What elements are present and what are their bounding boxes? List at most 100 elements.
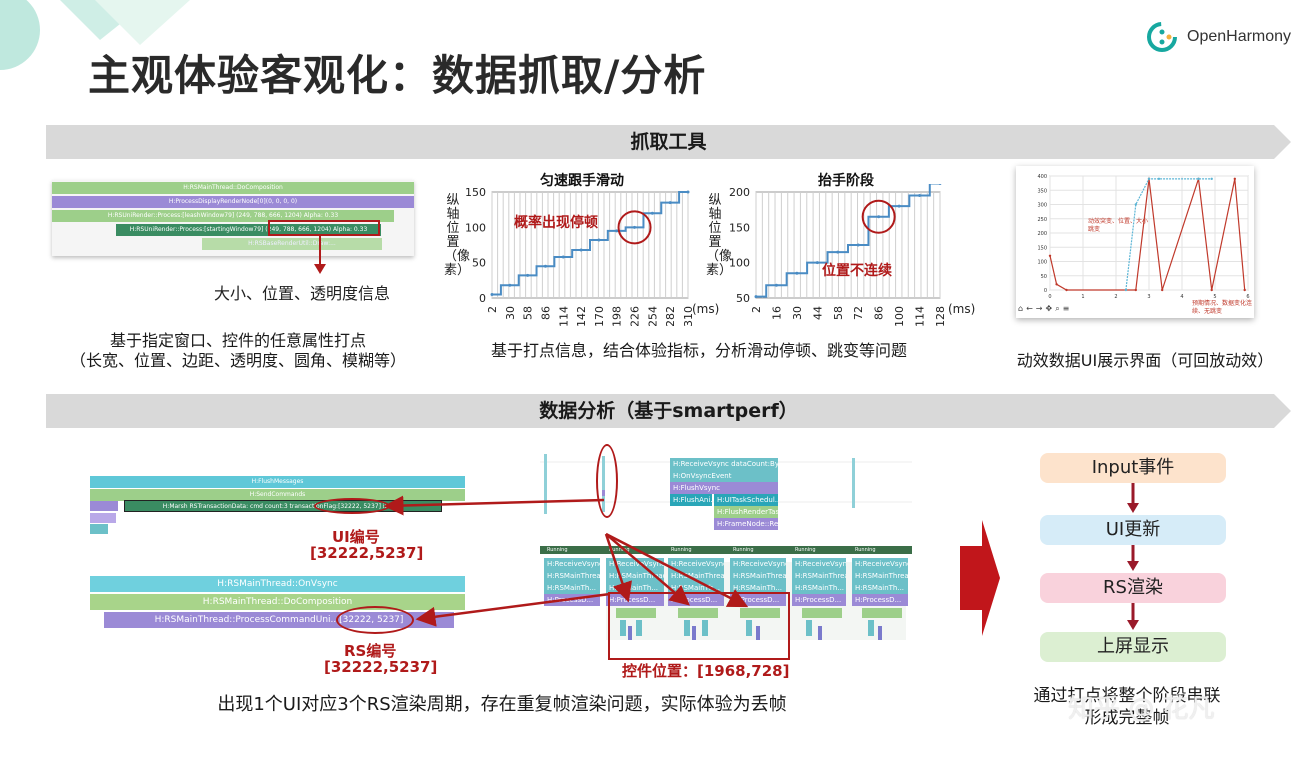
x-tick-label: 5 [1213, 294, 1216, 300]
zoom-icon[interactable]: ⌕ [1055, 304, 1060, 313]
x-tick-label: 114 [557, 306, 570, 326]
data-point [877, 215, 881, 219]
y-tick-label: 50 [1041, 274, 1047, 280]
data-point [1243, 288, 1246, 292]
pan-icon[interactable]: ✥ [1045, 304, 1053, 313]
panel-note: 动效突变、位置、大小跳变 [1088, 218, 1149, 233]
x-tick-label: 44 [811, 306, 824, 320]
trace-bar: H:RSUniRender::Process:[startingWindow79… [116, 224, 381, 236]
trace-bar: H:RSMainThread... [852, 570, 908, 582]
x-tick-label: 72 [852, 306, 865, 320]
bottom-caption: 出现1个UI对应3个RS渲染周期，存在重复帧渲染问题，实际体验为丢帧 [217, 694, 787, 715]
x-tick-label: 0 [1048, 294, 1051, 300]
panel-toolbar: ⌂ ← → ✥ ⌕ ≡ [1018, 304, 1069, 314]
chart-xlabel: (ms) [692, 302, 720, 316]
flow-step-rs-render: RS渲染 [1040, 573, 1226, 603]
data-point [754, 295, 758, 299]
data-point [1161, 288, 1164, 292]
trace-block [90, 501, 118, 511]
trace-bar: H:FlushRenderTask [714, 506, 778, 518]
trace-block [90, 513, 116, 523]
trace-bar: Running [544, 546, 600, 554]
trace-block [90, 524, 108, 534]
flow-step-ui-update: UI更新 [1040, 515, 1226, 545]
x-tick-label: 4 [1180, 294, 1183, 300]
trace-bar: H:FrameNode::Re... [714, 518, 778, 530]
series-line [492, 191, 688, 296]
y-tick-label: 150 [729, 221, 750, 234]
trace-bar: H:RSMainThread... [606, 570, 664, 582]
logo-text: OpenHarmony [1187, 28, 1292, 45]
y-tick-label: 150 [1037, 245, 1047, 251]
data-point [795, 271, 799, 275]
red-chevron-icon [960, 520, 1000, 636]
trace-bar: H:ReceiveVsync... [792, 558, 846, 570]
section-banner-capture: 抓取工具 [46, 125, 1291, 159]
trace-bar: H:FlushVsync [670, 482, 778, 494]
x-tick-label: 6 [1246, 294, 1249, 300]
back-icon[interactable]: ← [1026, 304, 1033, 313]
openharmony-logo-icon [1147, 22, 1177, 52]
rs-id: [32222,5237] [324, 658, 438, 676]
trace-bar: H:RSMainTh... [852, 582, 908, 594]
x-tick-label: 142 [575, 306, 588, 326]
trace-bar: H:ReceiveVsync dataCount:Bytes... [670, 458, 778, 470]
chart-ylabel: 纵轴位置（像素） [444, 193, 471, 278]
highlight-box [608, 592, 790, 660]
trace-bar: Running [606, 546, 664, 554]
data-point [490, 292, 494, 296]
y-tick-label: 200 [1037, 231, 1047, 237]
chart-annotation: 概率出现停顿 [514, 215, 598, 231]
y-tick-label: 200 [729, 186, 750, 199]
data-point [938, 184, 942, 186]
forward-icon[interactable]: → [1035, 304, 1043, 313]
data-point [1233, 177, 1236, 181]
data-point [633, 225, 637, 229]
x-tick-label: 86 [873, 306, 886, 320]
y-tick-label: 0 [479, 292, 486, 305]
trace-bar: Running [792, 546, 846, 554]
trace-bar: H:ReceiveVsync... [852, 558, 908, 570]
y-tick-label: 300 [1037, 203, 1047, 209]
data-point [579, 248, 583, 252]
x-tick-label: 198 [611, 306, 624, 326]
settings-icon[interactable]: ≡ [1062, 304, 1070, 313]
trace-bar: H:ReceiveVsync... [730, 558, 786, 570]
banner-title: 抓取工具 [630, 131, 707, 153]
highlight-box [268, 220, 380, 236]
trace-bar: H:RSBaseRenderUtil::Draw:... [202, 238, 382, 250]
y-tick-label: 50 [472, 257, 486, 270]
x-tick-label: 114 [914, 306, 927, 326]
data-point [897, 204, 901, 208]
x-tick-label: 100 [893, 306, 906, 326]
control-position: 控件位置：[1968,728] [622, 662, 790, 680]
trace-bar: H:RSUniRender::Process:[leashWindow79] (… [52, 210, 394, 222]
home-icon[interactable]: ⌂ [1018, 304, 1024, 313]
x-tick-label: 30 [791, 306, 804, 320]
chart-ylabel: 纵轴位置（像素） [706, 193, 733, 278]
flow-caption-line2: 形成完整帧 [1084, 708, 1170, 728]
trace-bar: H:RSMainThread... [730, 570, 786, 582]
x-tick-label: 170 [593, 306, 606, 326]
data-point [668, 201, 672, 205]
data-point [686, 190, 690, 194]
chart-xlabel: (ms) [948, 302, 976, 316]
slide-title: 主观体验客观化：数据抓取/分析 [88, 51, 707, 100]
flow-caption-line1: 通过打点将整个阶段串联 [1033, 686, 1221, 706]
caption-left-line1: 基于指定窗口、控件的任意属性打点 [109, 331, 366, 350]
rs-label: RS编号 [344, 642, 397, 660]
data-point [543, 264, 547, 268]
data-point [836, 250, 840, 254]
ui-id: [32222,5237] [310, 544, 424, 562]
trace-bar: H:ReceiveVsync... [544, 558, 600, 570]
x-tick-label: 30 [504, 306, 517, 320]
section-banner-analysis: 数据分析（基于smartperf） [46, 394, 1291, 428]
trace-bar: H:FlushMessages [90, 476, 465, 488]
trace-bar: H:ReceiveVsync... [668, 558, 724, 570]
data-point [508, 283, 512, 287]
panel-note: 预期情况、数据变化连续、无跳变 [1192, 300, 1253, 315]
highlight-ellipse [336, 606, 414, 634]
